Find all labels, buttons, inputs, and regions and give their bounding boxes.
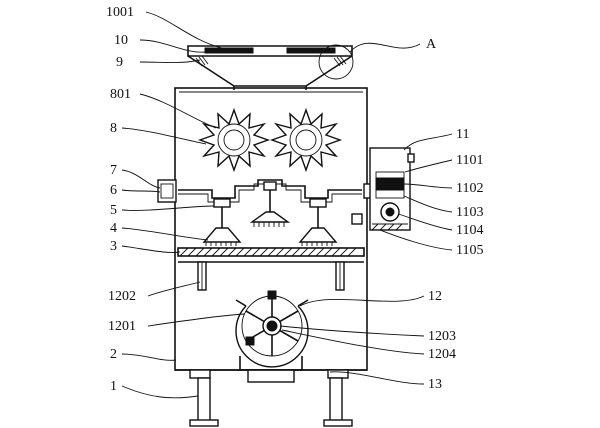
label-7: 7 [110,163,117,178]
label-3: 3 [110,239,117,254]
press-heads [202,181,338,246]
label-13: 13 [428,377,442,392]
label-9: 9 [116,55,123,70]
leader-lines [121,11,453,399]
label-801: 801 [110,87,131,102]
support-legs [189,369,353,427]
label-11: 11 [456,127,469,142]
label-1203: 1203 [428,329,456,344]
label-1: 1 [110,379,117,394]
crushing-gear-left [197,107,271,173]
vibration-supports [197,261,345,291]
label-1103: 1103 [456,205,483,220]
label-1105: 1105 [456,243,483,258]
side-pump-unit [351,147,415,231]
label-6: 6 [110,183,117,198]
label-1202: 1202 [108,289,136,304]
label-5: 5 [110,203,117,218]
label-2: 2 [110,347,117,362]
label-1101: 1101 [456,153,483,168]
detail-circle-a [318,44,354,80]
label-8: 8 [110,121,117,136]
label-1204: 1204 [428,347,456,362]
rotating-drum [235,290,309,368]
label-1102: 1102 [456,181,483,196]
label-1104: 1104 [456,223,483,238]
feed-hopper [187,44,354,90]
crushing-gear-right [269,107,343,173]
label-a: A [426,37,437,52]
label-1001: 1001 [106,5,134,20]
label-4: 4 [110,221,117,236]
part-labels: 1001 10 9 A 801 8 7 6 5 4 3 1202 1201 2 … [106,5,483,394]
label-12: 12 [428,289,442,304]
screen-plate [177,247,365,263]
label-10: 10 [114,33,128,48]
label-1201: 1201 [108,319,136,334]
